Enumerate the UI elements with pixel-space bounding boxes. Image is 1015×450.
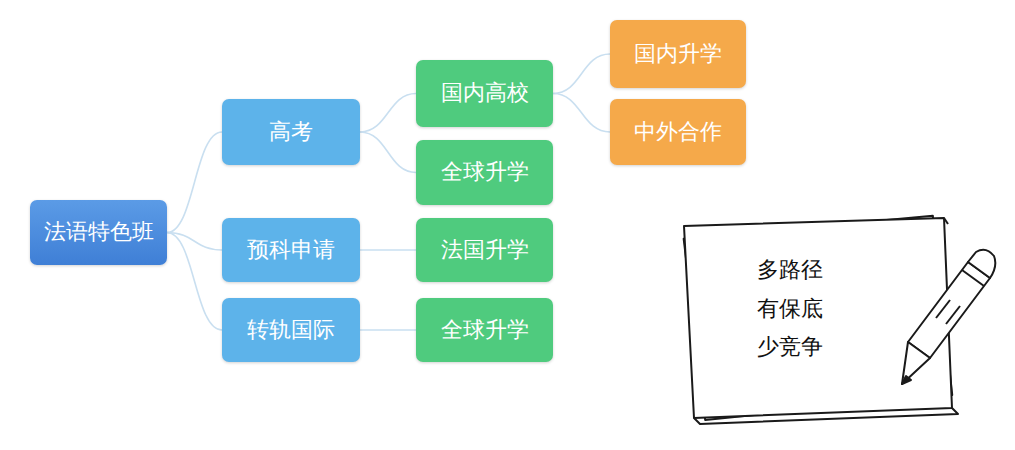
sub-outcome-box: 国内升学 — [610, 20, 746, 88]
box-label: 中外合作 — [634, 119, 722, 145]
box-label: 全球升学 — [441, 317, 529, 343]
route-box: 预科申请 — [222, 218, 360, 282]
route-box: 转轨国际 — [222, 298, 360, 362]
box-label: 法国升学 — [441, 237, 529, 263]
outcome-box: 全球升学 — [416, 140, 553, 205]
box-label: 全球升学 — [441, 159, 529, 185]
outcome-box: 法国升学 — [416, 218, 553, 282]
box-label: 国内升学 — [634, 41, 722, 67]
connector-line — [360, 94, 416, 133]
connector-line — [553, 54, 610, 94]
box-label: 转轨国际 — [247, 317, 335, 343]
note-line: 少竞争 — [757, 334, 823, 360]
box-label: 法语特色班 — [44, 219, 154, 245]
box-label: 国内高校 — [441, 80, 529, 106]
note-line: 有保底 — [757, 296, 823, 322]
connector-line — [360, 249, 416, 251]
note-card: 多路径有保底少竞争 — [725, 248, 855, 370]
route-box: 高考 — [222, 99, 360, 165]
box-label: 预科申请 — [247, 237, 335, 263]
note-line: 多路径 — [757, 257, 823, 283]
connector-line — [360, 329, 416, 331]
connector-line — [167, 233, 222, 331]
box-label: 高考 — [269, 119, 313, 145]
connector-line — [553, 94, 610, 133]
pencil-drawing — [902, 250, 995, 384]
paper-stack — [683, 215, 958, 424]
sub-outcome-box: 中外合作 — [610, 99, 746, 165]
outcome-box: 国内高校 — [416, 60, 553, 127]
connector-line — [167, 132, 222, 233]
connector-line — [360, 132, 416, 173]
root-box: 法语特色班 — [30, 200, 167, 265]
outcome-box: 全球升学 — [416, 298, 553, 362]
